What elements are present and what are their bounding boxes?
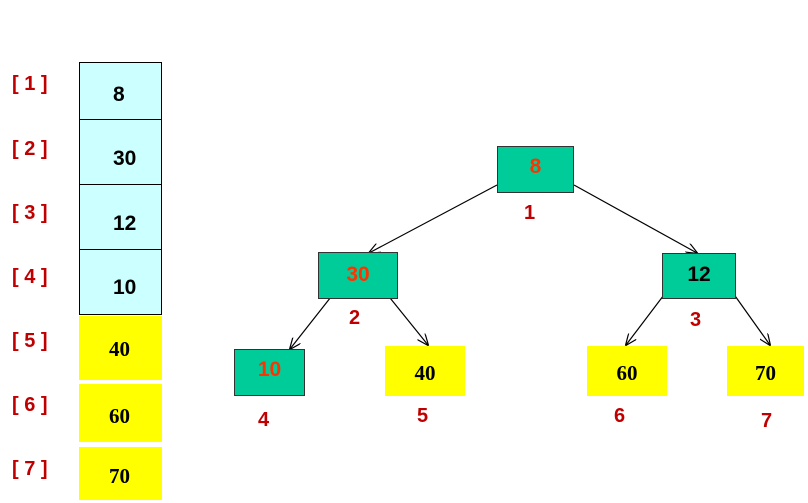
tree-node-value: 12	[687, 263, 711, 286]
array-index-4: [ 4 ]	[12, 266, 48, 288]
array-cell-value: 30	[113, 147, 137, 170]
tree-node-value: 8	[529, 155, 542, 178]
edge-1-3	[573, 184, 697, 253]
array-index-5: [ 5 ]	[12, 330, 48, 352]
tree-node-label-3: 3	[690, 309, 702, 331]
array-index-2: [ 2 ]	[12, 138, 48, 160]
tree-node-label-5: 5	[417, 405, 429, 427]
array-cell-value: 40	[109, 337, 130, 361]
tree-node-5: 40	[385, 346, 465, 396]
array-cell-7: 70	[79, 447, 162, 500]
array-cell-value: 12	[113, 212, 137, 235]
tree-node-value: 60	[616, 361, 638, 385]
tree-node-label-6: 6	[614, 405, 626, 427]
array-cell-value: 10	[113, 276, 137, 299]
array-cell-1: 8	[79, 62, 162, 120]
tree-node-label-1: 1	[524, 202, 536, 224]
tree-node-6: 60	[587, 346, 667, 396]
tree-node-7: 70	[727, 346, 804, 396]
array-cell-6: 60	[79, 384, 162, 442]
tree-node-label-2: 2	[349, 307, 361, 329]
tree-node-value: 30	[346, 263, 370, 286]
array-index-6: [ 6 ]	[12, 394, 48, 416]
edge-1-2	[369, 184, 498, 253]
array-index-3: [ 3 ]	[12, 202, 48, 224]
tree-node-1: 8	[497, 146, 574, 193]
tree-node-label-4: 4	[258, 409, 270, 431]
tree-node-label-7: 7	[761, 410, 773, 432]
array-cell-value: 60	[109, 404, 130, 428]
array-cell-5: 40	[79, 316, 162, 380]
tree-node-value: 40	[414, 361, 436, 385]
array-index-1: [ 1 ]	[12, 73, 48, 95]
tree-node-2: 30	[318, 252, 398, 299]
array-cell-value: 70	[109, 464, 130, 488]
tree-node-3: 12	[662, 253, 736, 299]
tree-node-value: 10	[257, 358, 282, 381]
array-cell-4: 10	[79, 249, 162, 315]
tree-node-value: 70	[755, 361, 776, 385]
array-index-7: [ 7 ]	[12, 458, 48, 480]
tree-node-4: 10	[234, 349, 305, 396]
array-cell-value: 8	[113, 83, 125, 106]
